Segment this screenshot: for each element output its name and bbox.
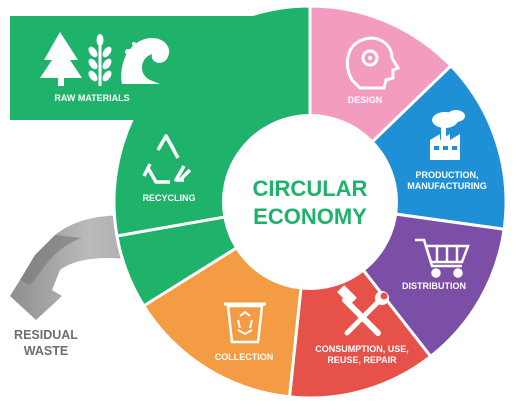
wheat-icon (88, 34, 112, 86)
production-label-line1: PRODUCTION, (416, 170, 479, 180)
consumption-label-line2: REUSE, REPAIR (327, 355, 397, 365)
collection-label: COLLECTION (215, 352, 274, 362)
center-title-line1: CIRCULAR (253, 176, 368, 201)
residual-waste-line2: WASTE (24, 344, 68, 358)
production-label-line2: MANUFACTURING (407, 181, 487, 191)
ring (112, 4, 508, 400)
recycle-icon (142, 134, 192, 184)
residual-waste-line1: RESIDUAL (14, 328, 78, 342)
design-label: DESIGN (348, 95, 383, 105)
distribution-label: DISTRIBUTION (402, 281, 466, 291)
recycle-bin-icon (224, 302, 266, 344)
wave-icon (121, 37, 170, 84)
consumption-label-line1: CONSUMPTION, USE, (315, 344, 409, 354)
tree-icon (40, 32, 82, 86)
shopping-cart-icon (415, 238, 470, 278)
center-title-line2: ECONOMY (253, 204, 367, 229)
center-circle (222, 114, 398, 290)
wrench-hammer-icon (337, 285, 389, 336)
head-gear-icon (345, 36, 401, 90)
factory-icon (430, 110, 465, 160)
raw-materials-label: RAW MATERIALS (54, 93, 129, 103)
recycling-label: RECYCLING (142, 193, 195, 203)
